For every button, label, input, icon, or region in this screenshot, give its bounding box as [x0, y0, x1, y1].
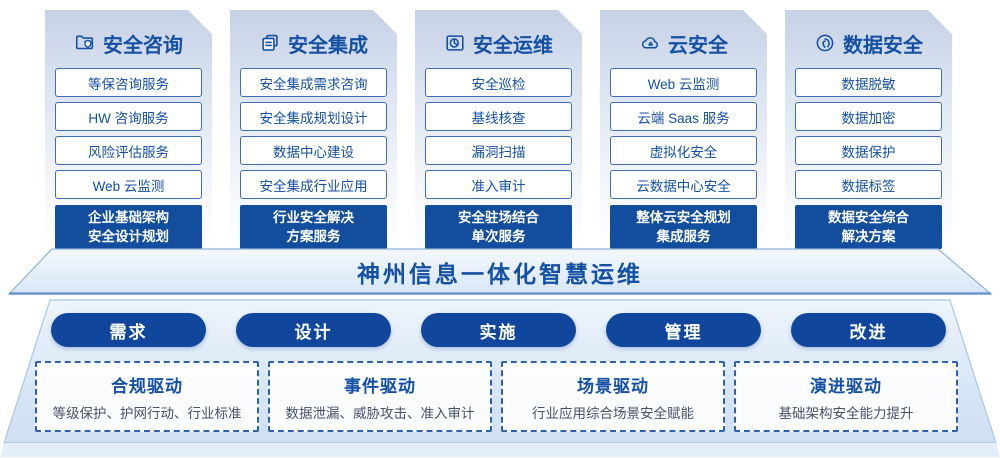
card-footer: 整体云安全规划 集成服务: [610, 205, 757, 249]
card-title: 安全咨询: [103, 34, 183, 57]
card-title: 数据安全: [843, 34, 923, 57]
card-footer: 行业安全解决 方案服务: [240, 205, 387, 249]
service-item: 安全巡检: [425, 68, 572, 97]
service-item: 等保咨询服务: [55, 68, 202, 97]
process-pill-demand: 需求: [51, 313, 206, 347]
service-item: 基线核查: [425, 102, 572, 131]
driver-title: 事件驱动: [344, 376, 416, 396]
service-item: 云数据中心安全: [610, 170, 757, 199]
footer-line: 整体云安全规划: [636, 210, 731, 225]
driver-box-evolution: 演进驱动 基础架构安全能力提升: [734, 361, 958, 432]
folder-shield-icon: [74, 32, 96, 54]
card-title: 安全集成: [288, 34, 368, 57]
driver-title: 场景驱动: [577, 376, 649, 396]
service-item: HW 咨询服务: [55, 102, 202, 131]
process-pill-implementation: 实施: [421, 313, 576, 347]
cloud-icon: [639, 32, 661, 54]
driver-title: 合规驱动: [111, 376, 183, 396]
process-pill-management: 管理: [606, 313, 761, 347]
card-header: 安全咨询: [55, 28, 202, 58]
service-item: 数据脱敏: [795, 68, 942, 97]
driver-box-scenario: 场景驱动 行业应用综合场景安全赋能: [501, 361, 725, 432]
driver-desc: 基础架构安全能力提升: [778, 405, 914, 421]
service-item: 数据加密: [795, 102, 942, 131]
card-header: 安全运维: [425, 28, 572, 58]
card-security-integration: 安全集成 安全集成需求咨询 安全集成规划设计 数据中心建设 安全集成行业应用 行…: [230, 10, 397, 250]
driver-title: 演进驱动: [810, 376, 882, 396]
card-data-security: 数据安全 数据脱敏 数据加密 数据保护 数据标签 数据安全综合 解决方案: [785, 10, 952, 250]
driver-desc: 行业应用综合场景安全赋能: [532, 405, 694, 421]
service-item: 虚拟化安全: [610, 136, 757, 165]
driver-desc: 等级保护、护网行动、行业标准: [52, 405, 242, 421]
fingerprint-icon: [814, 32, 836, 54]
service-item: 安全集成行业应用: [240, 170, 387, 199]
service-item: Web 云监测: [55, 170, 202, 199]
service-item: 数据保护: [795, 136, 942, 165]
card-title: 安全运维: [473, 34, 553, 57]
card-footer: 安全驻场结合 单次服务: [425, 205, 572, 249]
footer-line: 单次服务: [471, 229, 526, 244]
card-footer: 数据安全综合 解决方案: [795, 205, 942, 249]
service-item: 云端 Saas 服务: [610, 102, 757, 131]
folder-clock-icon: [444, 32, 466, 54]
service-item: 漏洞扫描: [425, 136, 572, 165]
card-header: 数据安全: [795, 28, 942, 58]
banner-platform-shape: [7, 248, 993, 295]
footer-line: 解决方案: [841, 229, 896, 244]
driver-box-compliance: 合规驱动 等级保护、护网行动、行业标准: [35, 361, 259, 432]
service-item: 安全集成需求咨询: [240, 68, 387, 97]
footer-line: 行业安全解决: [273, 210, 354, 225]
process-pill-design: 设计: [236, 313, 391, 347]
footer-line: 安全驻场结合: [458, 210, 539, 225]
service-item: 安全集成规划设计: [240, 102, 387, 131]
footer-line: 企业基础架构: [88, 210, 169, 225]
footer-line: 数据安全综合: [828, 210, 909, 225]
service-item: 数据标签: [795, 170, 942, 199]
card-security-consulting: 安全咨询 等保咨询服务 HW 咨询服务 风险评估服务 Web 云监测 企业基础架…: [45, 10, 212, 250]
card-header: 安全集成: [240, 28, 387, 58]
banner-title: 神州信息一体化智慧运维: [357, 260, 643, 287]
service-item: 数据中心建设: [240, 136, 387, 165]
service-item: Web 云监测: [610, 68, 757, 97]
driver-box-event: 事件驱动 数据泄漏、威胁攻击、准入审计: [268, 361, 492, 432]
card-title: 云安全: [668, 34, 728, 57]
footer-line: 方案服务: [286, 229, 341, 244]
service-item: 准入审计: [425, 170, 572, 199]
footer-line: 安全设计规划: [88, 229, 169, 244]
card-footer: 企业基础架构 安全设计规划: [55, 205, 202, 249]
footer-line: 集成服务: [656, 229, 711, 244]
service-item: 风险评估服务: [55, 136, 202, 165]
documents-icon: [259, 32, 281, 54]
card-header: 云安全: [610, 28, 757, 58]
card-security-operations: 安全运维 安全巡检 基线核查 漏洞扫描 准入审计 安全驻场结合 单次服务: [415, 10, 582, 250]
card-cloud-security: 云安全 Web 云监测 云端 Saas 服务 虚拟化安全 云数据中心安全 整体云…: [600, 10, 767, 250]
process-pill-improvement: 改进: [791, 313, 946, 347]
driver-desc: 数据泄漏、威胁攻击、准入审计: [285, 405, 475, 421]
